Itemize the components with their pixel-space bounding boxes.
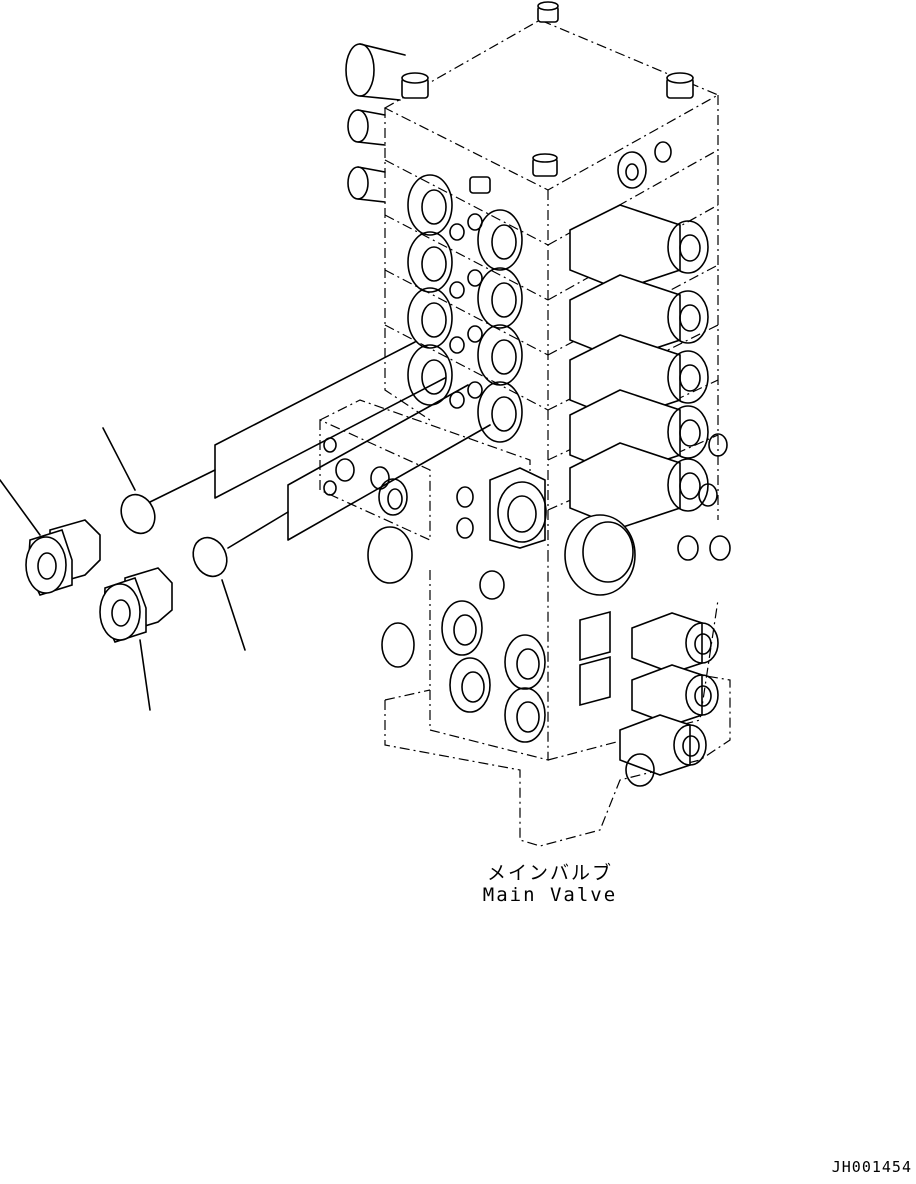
- caption-english: Main Valve: [482, 884, 618, 906]
- lower-valve-ports: [381, 535, 731, 787]
- caption-japanese: メインバルブ: [486, 862, 613, 884]
- o-ring-icon: [192, 536, 228, 578]
- main-valve-body: [319, 19, 731, 847]
- top-bolts: [401, 1, 694, 194]
- drawing-number: JH001454: [831, 1158, 912, 1176]
- leader-lines: [149, 341, 491, 549]
- plug-icon: [99, 567, 173, 643]
- upper-left-caps: [345, 43, 406, 203]
- right-face-solenoids: [569, 141, 728, 529]
- o-ring-icon: [120, 493, 156, 535]
- plug-upper: [25, 519, 101, 596]
- left-face-ports: [407, 174, 523, 443]
- plug-lower: [99, 567, 173, 643]
- manifold-block: [323, 437, 636, 596]
- callout-lines: [0, 427, 246, 711]
- o-ring-upper: [120, 493, 156, 535]
- plug-icon: [25, 519, 101, 596]
- o-ring-lower: [192, 536, 228, 578]
